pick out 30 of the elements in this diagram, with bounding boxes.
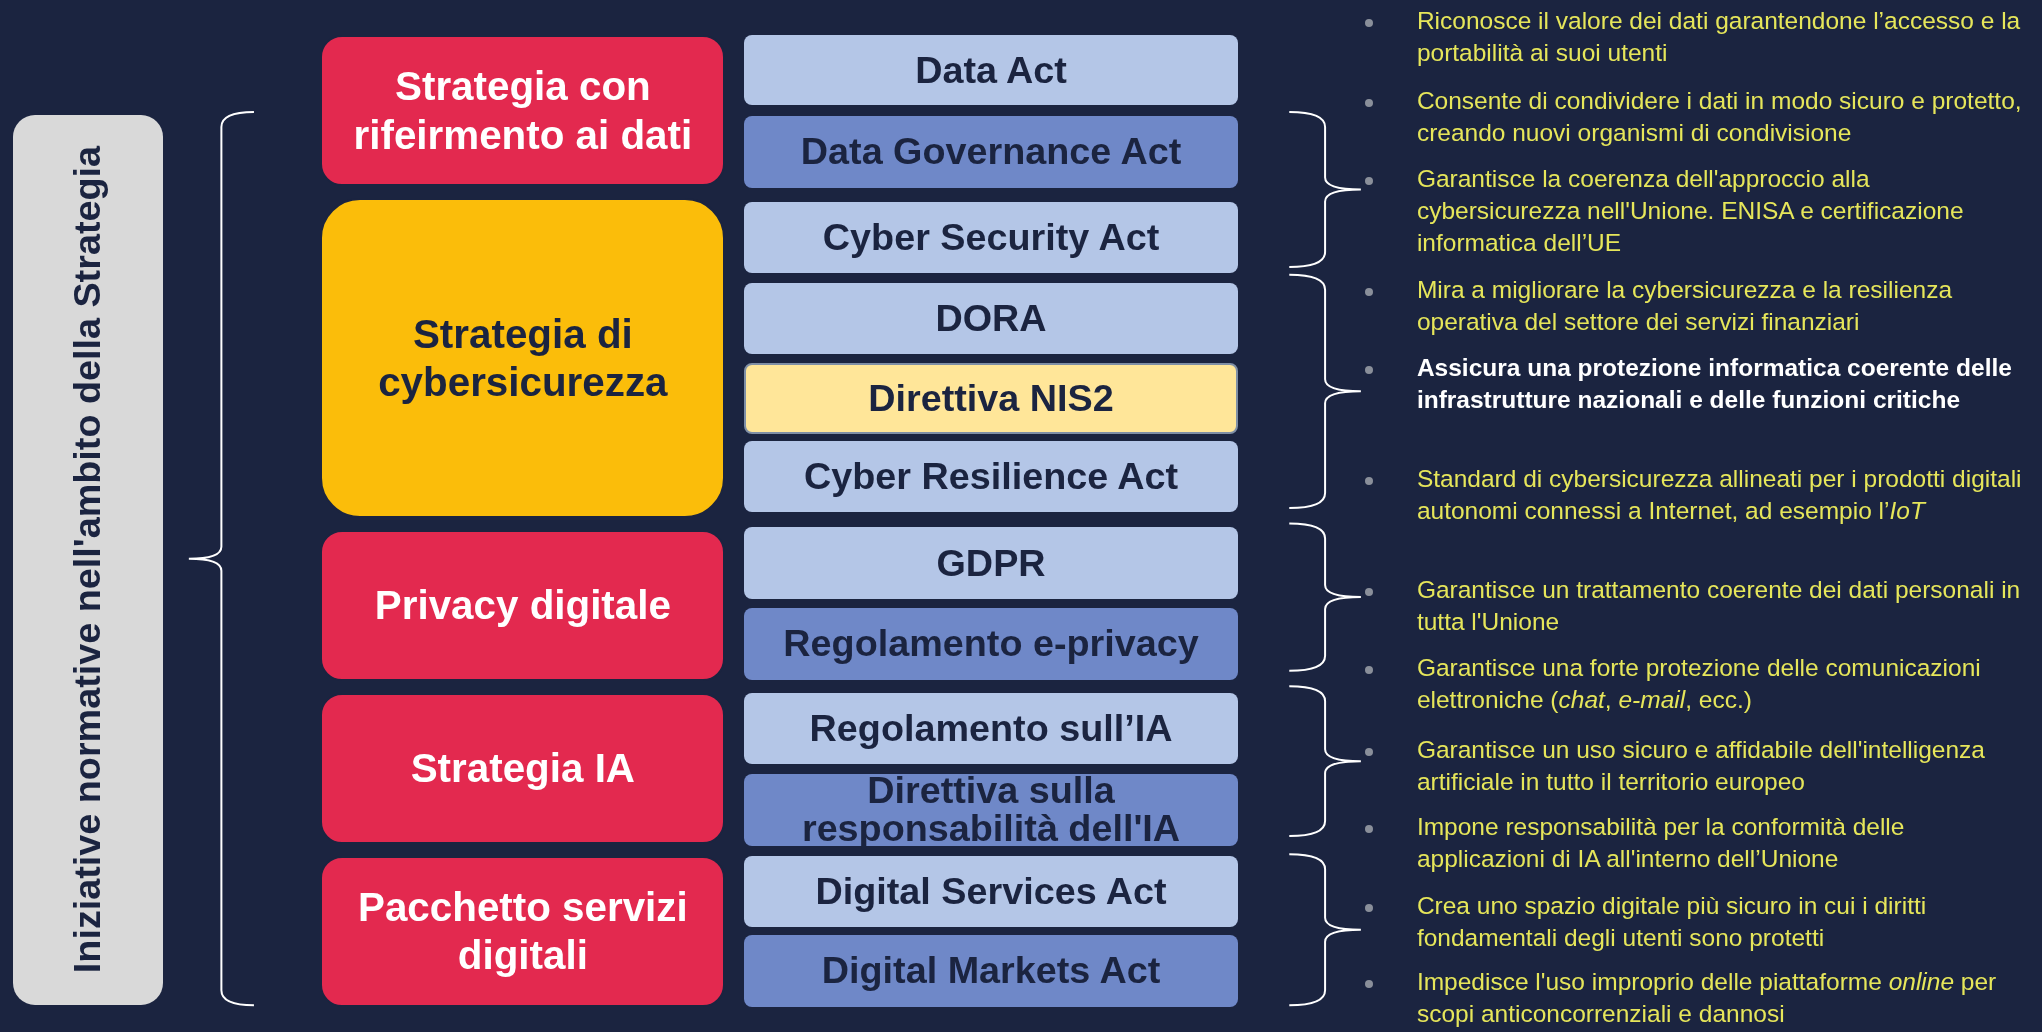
description-text: Assicura una protezione informatica coerente delle infrastrutture nazionali e delle funzioni critiche	[1416, 353, 2013, 416]
act-box: GDPR	[743, 527, 1239, 600]
act-box: DORA	[743, 282, 1239, 355]
description-text: Impone responsabilità per la conformità delle applicazioni di IA all'interno dell’Unione	[1416, 811, 1906, 874]
strategy-box: Strategia di cybersicurezza	[320, 197, 726, 519]
act-box: Data Governance Act	[743, 115, 1239, 188]
strategy-box: Strategia con rifeirmento ai dati	[320, 35, 726, 187]
description-text: Riconosce il valore dei dati garantendone l’accesso e la portabilità ai suoi utenti	[1416, 5, 2022, 68]
act-box: Digital Markets Act	[743, 935, 1239, 1007]
strategy-box: Pacchetto servizi digitali	[320, 855, 726, 1007]
act-box: Cyber Security Act	[743, 201, 1239, 274]
description-text: Crea uno spazio digitale più sicuro in cui i diritti fondamentali degli utenti sono protetti	[1416, 891, 1928, 954]
description-text: Consente di condividere i dati in modo sicuro e protetto, creando nuovi organismi di condivisione	[1416, 86, 2023, 149]
description-text: Standard di cybersicurezza allineati per i prodotti digitali autonomi connessi a Internet, ad esempio l’IoT	[1416, 463, 2023, 526]
act-box: Digital Services Act	[743, 855, 1239, 928]
description-text: Garantisce una forte protezione delle comunicazioni elettroniche (chat, e-mail, ecc.)	[1416, 652, 1982, 715]
description-text: Garantisce un uso sicuro e affidabile dell'intelligenza artificiale in tutto il territorio europeo	[1416, 734, 1986, 797]
act-box: Direttiva NIS2	[743, 363, 1239, 434]
description-text: Impedisce l'uso improprio delle piattaforme online per scopi anticoncorrenziali e dannosi	[1416, 966, 1998, 1029]
strategy-box: Privacy digitale	[320, 530, 726, 682]
act-box: Data Act	[743, 35, 1239, 106]
description-text: Garantisce la coerenza dell'approccio alla cybersicurezza nell'Unione. ENISA e certificazione informatica dell’UE	[1416, 164, 1965, 259]
initiatives-panel: Iniziative normative nell'ambito della Strategia	[13, 114, 163, 1006]
act-box: Regolamento sull’IA	[743, 692, 1239, 765]
act-box: Cyber Resilience Act	[743, 441, 1239, 512]
act-box: Regolamento e-privacy	[743, 608, 1239, 680]
act-box: Direttiva sulla responsabilità dell'IA	[743, 773, 1239, 847]
strategy-box: Strategia IA	[320, 692, 726, 844]
description-text: Mira a migliorare la cybersicurezza e la resilienza operativa del settore dei servizi finanziari	[1416, 275, 1953, 338]
description-text: Garantisce un trattamento coerente dei dati personali in tutta l'Unione	[1416, 574, 2022, 637]
